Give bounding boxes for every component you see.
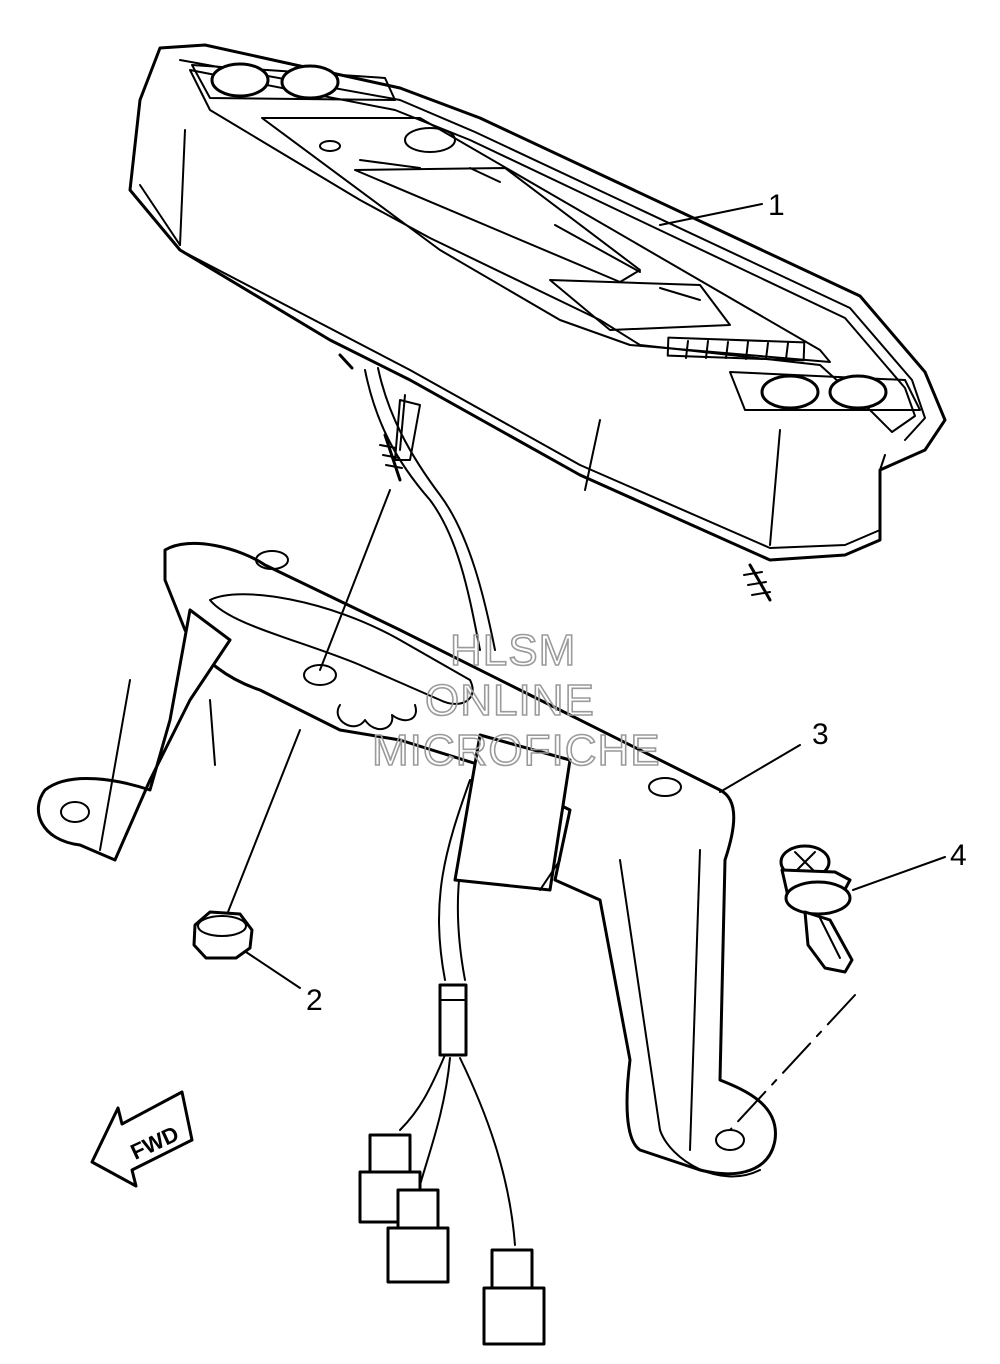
leader-lines	[245, 203, 946, 989]
callout-4: 4	[950, 839, 967, 872]
connector-b	[396, 1188, 440, 1232]
callout-1: 1	[768, 189, 785, 222]
callout-2: 2	[306, 984, 323, 1017]
meter-housing	[128, 43, 947, 562]
connector-a	[368, 1133, 412, 1177]
meter-assembly	[128, 43, 947, 602]
watermark: HLSM ONLINE MICROFICHE	[371, 625, 661, 776]
nut	[192, 910, 254, 960]
connector-c	[490, 1248, 534, 1292]
fwd-arrow: FWD	[90, 1090, 194, 1188]
watermark-line-2: ONLINE	[425, 676, 595, 725]
callout-3: 3	[812, 718, 829, 751]
screw-clip	[779, 844, 854, 974]
watermark-line-1: HLSM	[450, 626, 576, 675]
meter-bracket	[36, 541, 777, 1178]
watermark-line-3: MICROFICHE	[372, 726, 661, 775]
wire-harness	[358, 367, 546, 1346]
guide-lines	[227, 489, 856, 1131]
